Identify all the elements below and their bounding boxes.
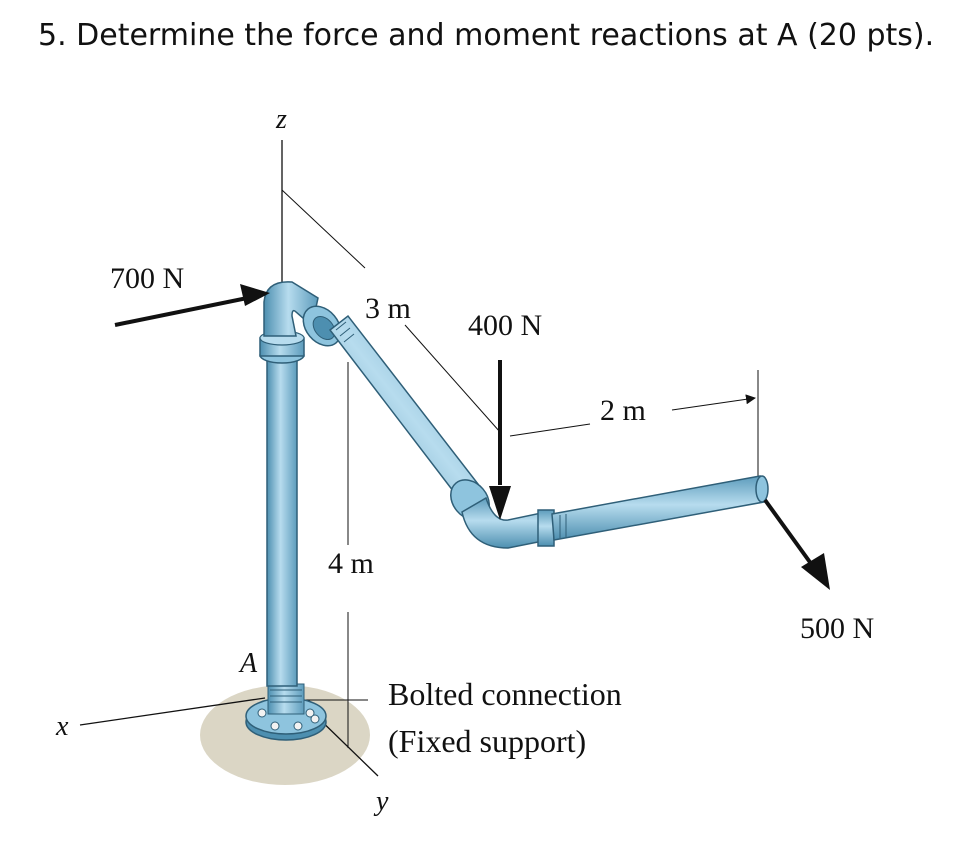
x-axis-label: x [55, 711, 69, 742]
dim-3m-ext-top [281, 189, 366, 269]
force-400-arrowhead [489, 486, 511, 520]
dim-2m-label: 2 m [600, 394, 646, 427]
point-a-label: A [238, 648, 258, 679]
force-700-label: 700 N [110, 262, 184, 295]
force-700-arrow [114, 293, 263, 327]
z-axis-label: z [275, 104, 287, 135]
force-500-label: 500 N [800, 612, 874, 645]
diagonal-pipe [328, 314, 480, 502]
dim-2m-right [671, 394, 756, 411]
dim-2m-left [509, 423, 591, 437]
force-500-arrow [763, 498, 814, 567]
base-plate [245, 683, 327, 741]
force-400-label: 400 N [468, 309, 542, 342]
force-500-arrowhead [801, 553, 830, 590]
dim-3m-label: 3 m [365, 292, 411, 325]
y-axis-label: y [373, 786, 389, 817]
bottom-elbow [450, 479, 549, 549]
vertical-pipe [259, 330, 305, 687]
top-elbow [263, 281, 342, 347]
support-label-line1: Bolted connection [388, 676, 622, 712]
dim-4m-label: 4 m [328, 547, 374, 580]
question-text: 5. Determine the force and moment reacti… [38, 18, 935, 53]
support-label-line2: (Fixed support) [388, 723, 586, 759]
force-700-arrowhead [240, 284, 270, 306]
dim-3m-ext-bottom [404, 324, 501, 433]
x-axis-line [79, 697, 266, 726]
horizontal-pipe [537, 475, 769, 547]
